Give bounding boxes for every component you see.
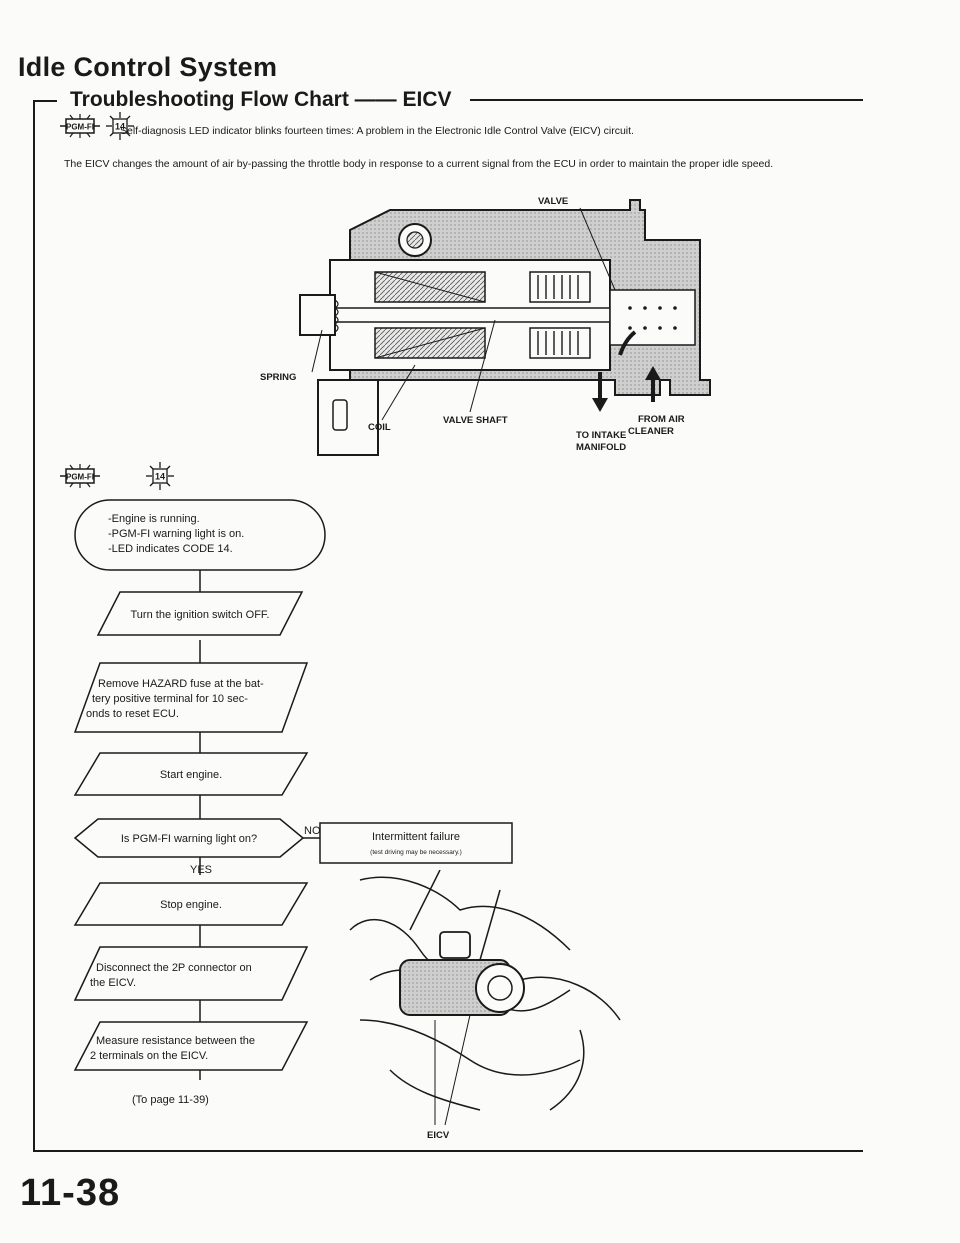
- step-measure-resistance-line-1: Measure resistance between the: [96, 1035, 255, 1047]
- spring-coil: [333, 299, 339, 333]
- valve-leader: [579, 207, 616, 291]
- step-stop-engine-text: Stop engine.: [160, 899, 222, 911]
- step-remove-fuse-line-1: Remove HAZARD fuse at the bat-: [98, 678, 264, 690]
- step-remove-fuse: [73, 662, 309, 733]
- mounting-hole-inner: [406, 231, 424, 249]
- intro-text: The EICV changes the amount of air by-pa…: [64, 158, 774, 170]
- intermittent-failure-box: [319, 822, 513, 864]
- header-rule-right: [470, 99, 863, 101]
- led-code-icon: 14: [106, 112, 134, 140]
- to-intake-arrowhead: [592, 398, 608, 412]
- coil-leader: [381, 364, 416, 421]
- 2p-connector: [439, 931, 471, 959]
- decision-warning-light-text: Is PGM-FI warning light on?: [121, 833, 257, 845]
- from-air-label-2: CLEANER: [628, 426, 674, 437]
- spring-label: SPRING: [260, 372, 296, 383]
- shaft-leader: [469, 319, 496, 413]
- left-margin-rule: [33, 101, 35, 1151]
- step-disconnect-connector-line-1: Disconnect the 2P connector on: [96, 962, 252, 974]
- led-code-icon-text: 14: [115, 122, 125, 132]
- diagnosis-text: Self-diagnosis LED indicator blinks four…: [120, 125, 634, 137]
- step-disconnect-connector: [73, 946, 309, 1001]
- throttle-body: [475, 963, 525, 1013]
- to-intake-label-1: TO INTAKE: [576, 430, 626, 441]
- led-code-icon: 14: [146, 462, 174, 490]
- start-terminal: [74, 499, 326, 571]
- step-start-engine-text: Start engine.: [160, 769, 222, 781]
- step-disconnect-connector-line-2: the EICV.: [90, 977, 136, 989]
- pgm-fi-icon-text: PGM-FI: [66, 123, 94, 132]
- from-air-arrowhead: [645, 366, 661, 380]
- start-line-3: -LED indicates CODE 14.: [108, 543, 233, 555]
- eicv-label: EICV: [427, 1130, 450, 1140]
- step-ignition-off-text: Turn the ignition switch OFF.: [131, 609, 270, 621]
- coil-label: COIL: [368, 422, 391, 433]
- eicv-cross-section-diagram: VALVE SPRING COIL VALVE SHAFT TO INTAKE …: [230, 180, 750, 460]
- troubleshooting-flowchart: -Engine is running. -PGM-FI warning ligh…: [50, 495, 520, 1085]
- step-remove-fuse-line-2: tery positive terminal for 10 sec-: [92, 693, 248, 705]
- page-number: 11-38: [20, 1172, 121, 1214]
- spring-end-cap: [299, 294, 336, 336]
- led-code-icon-text: 14: [155, 472, 165, 482]
- pgm-fi-warning-icon: PGM-FI: [60, 464, 100, 488]
- intermittent-failure-note: (test driving may be necessary.): [370, 849, 462, 856]
- step-ignition-off: [96, 591, 304, 636]
- intermittent-failure-text: Intermittent failure: [372, 831, 460, 843]
- eicv-location-illustration: EICV: [340, 869, 640, 1141]
- valve-shaft-label: VALVE SHAFT: [443, 415, 508, 426]
- header-rule-left: [33, 100, 57, 102]
- armature-upper: [529, 271, 591, 303]
- step-measure-resistance-line-2: 2 terminals on the EICV.: [90, 1050, 208, 1062]
- to-intake-label-2: MANIFOLD: [576, 442, 626, 453]
- connector-terminal: [332, 399, 348, 431]
- pgm-fi-warning-icon: PGM-FI: [60, 114, 100, 138]
- valve-chamber: [609, 289, 696, 346]
- step-measure-resistance: [73, 1021, 309, 1071]
- start-line-2: -PGM-FI warning light is on.: [108, 528, 244, 540]
- electrical-connector: [317, 379, 379, 456]
- valve-shaft: [319, 307, 611, 323]
- hose-outline: [359, 876, 571, 951]
- step-remove-fuse-line-3: onds to reset ECU.: [86, 708, 179, 720]
- air-flow-curve: [618, 330, 637, 356]
- from-air-label-1: FROM AIR: [638, 414, 685, 425]
- spring-leader: [311, 329, 323, 373]
- section-subtitle: Troubleshooting Flow Chart —— EICV: [70, 88, 452, 111]
- armature-lower: [529, 327, 591, 359]
- step-start-engine: [73, 752, 309, 796]
- step-stop-engine: [73, 882, 309, 926]
- no-branch-label: NO: [304, 825, 321, 837]
- pgm-fi-icon-text: PGM-FI: [66, 473, 94, 482]
- continue-to-page[interactable]: (To page 11-39): [132, 1094, 209, 1106]
- valve-label: VALVE: [538, 196, 568, 207]
- page-title: Idle Control System: [18, 52, 278, 82]
- bottom-rule: [33, 1150, 863, 1152]
- yes-branch-label: YES: [190, 864, 212, 876]
- start-line-1: -Engine is running.: [108, 513, 200, 525]
